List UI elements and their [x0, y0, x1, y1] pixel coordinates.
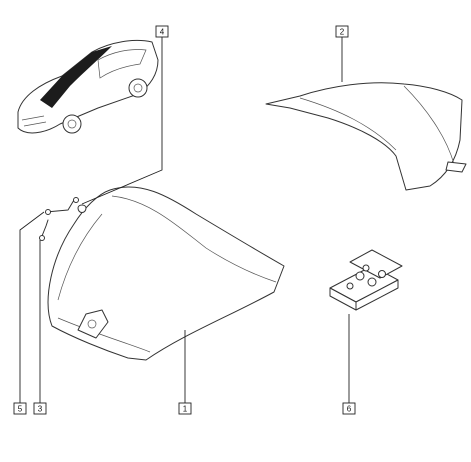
callout-1: 1: [178, 402, 192, 415]
part-3-5-fixings: [39, 197, 87, 241]
callout-2: 2: [335, 25, 349, 38]
callout-5-label: 5: [18, 405, 23, 414]
car-thumbnail: [17, 39, 159, 134]
part-6-kit-box: [329, 249, 403, 311]
callout-4-label: 4: [160, 28, 165, 37]
callout-3: 3: [33, 402, 47, 415]
leader-4: [81, 37, 163, 205]
callout-1-label: 1: [183, 405, 188, 414]
callout-4: 4: [155, 25, 169, 38]
callout-2-label: 2: [340, 28, 345, 37]
part-1-bonnet: [47, 186, 285, 361]
part-2-spoiler: [265, 82, 467, 191]
leader-5: [19, 211, 45, 403]
callout-6-label: 6: [347, 405, 352, 414]
callout-3-label: 3: [38, 405, 43, 414]
callout-5: 5: [13, 402, 27, 415]
callout-6: 6: [342, 402, 356, 415]
